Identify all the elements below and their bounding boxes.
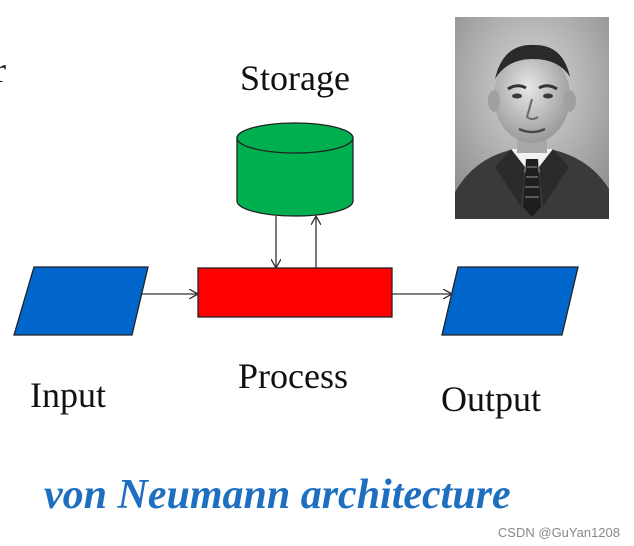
watermark-text: CSDN @GuYan1208 — [497, 525, 620, 540]
diagram-title: von Neumann architecture — [44, 472, 511, 518]
output-label: Output — [441, 379, 542, 419]
portrait-photo — [455, 17, 609, 219]
process-box — [197, 267, 393, 318]
output-parallelogram — [441, 266, 579, 336]
storage-label: Storage — [240, 58, 350, 98]
cropped-text-fragment: r — [0, 52, 6, 88]
input-label: Input — [30, 375, 106, 415]
input-parallelogram — [13, 266, 149, 336]
storage-cylinder — [236, 122, 354, 217]
process-label: Process — [238, 356, 348, 396]
